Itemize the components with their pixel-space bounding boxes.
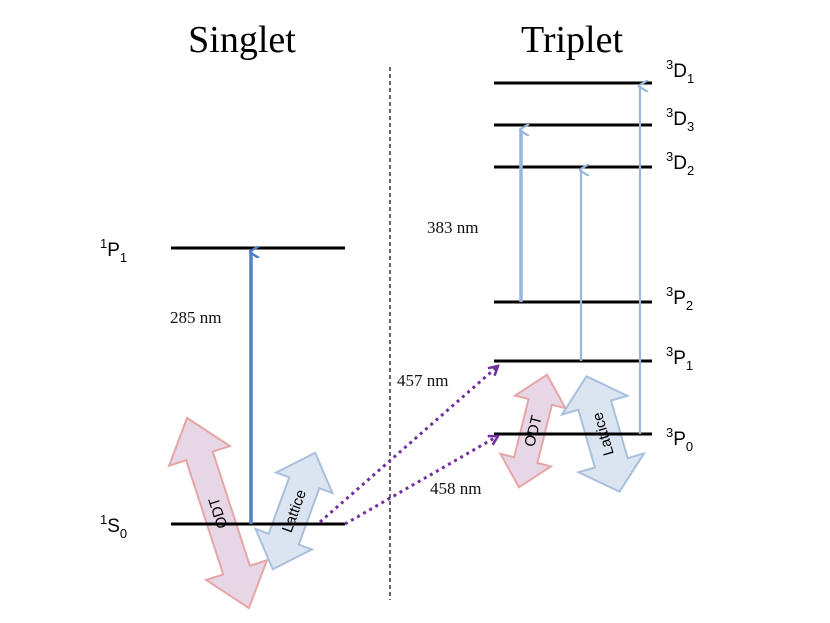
lattice-double-arrow-shape: [253, 451, 335, 571]
transition-457nm-arrow: [319, 366, 498, 524]
wavelength-285-label: 285 nm: [170, 308, 221, 327]
odt-trap-singlet: ODT: [167, 416, 269, 610]
level-3P0-label: 3P0: [666, 425, 693, 454]
level-1P1-label: 1P1: [100, 236, 127, 265]
level-1S0-label: 1S0: [100, 512, 127, 541]
wavelength-383-label: 383 nm: [427, 218, 478, 237]
wavelength-458-label: 458 nm: [430, 479, 481, 498]
wavelength-457-label: 457 nm: [397, 371, 448, 390]
level-3D3-label: 3D3: [666, 105, 694, 134]
odt-double-arrow-shape: [498, 373, 568, 489]
singlet-title: Singlet: [188, 19, 296, 61]
level-3P1-label: 3P1: [666, 344, 693, 373]
odt-double-arrow-shape: [167, 416, 269, 610]
triplet-title: Triplet: [521, 19, 624, 61]
level-3D1-label: 3D1: [666, 57, 694, 86]
odt-trap-triplet: ODT: [498, 373, 568, 489]
lattice-trap-singlet: Lattice: [253, 451, 335, 571]
level-3P2-label: 3P2: [666, 284, 693, 313]
transition-458nm-arrow: [344, 434, 498, 526]
level-3D2-label: 3D2: [666, 149, 694, 178]
